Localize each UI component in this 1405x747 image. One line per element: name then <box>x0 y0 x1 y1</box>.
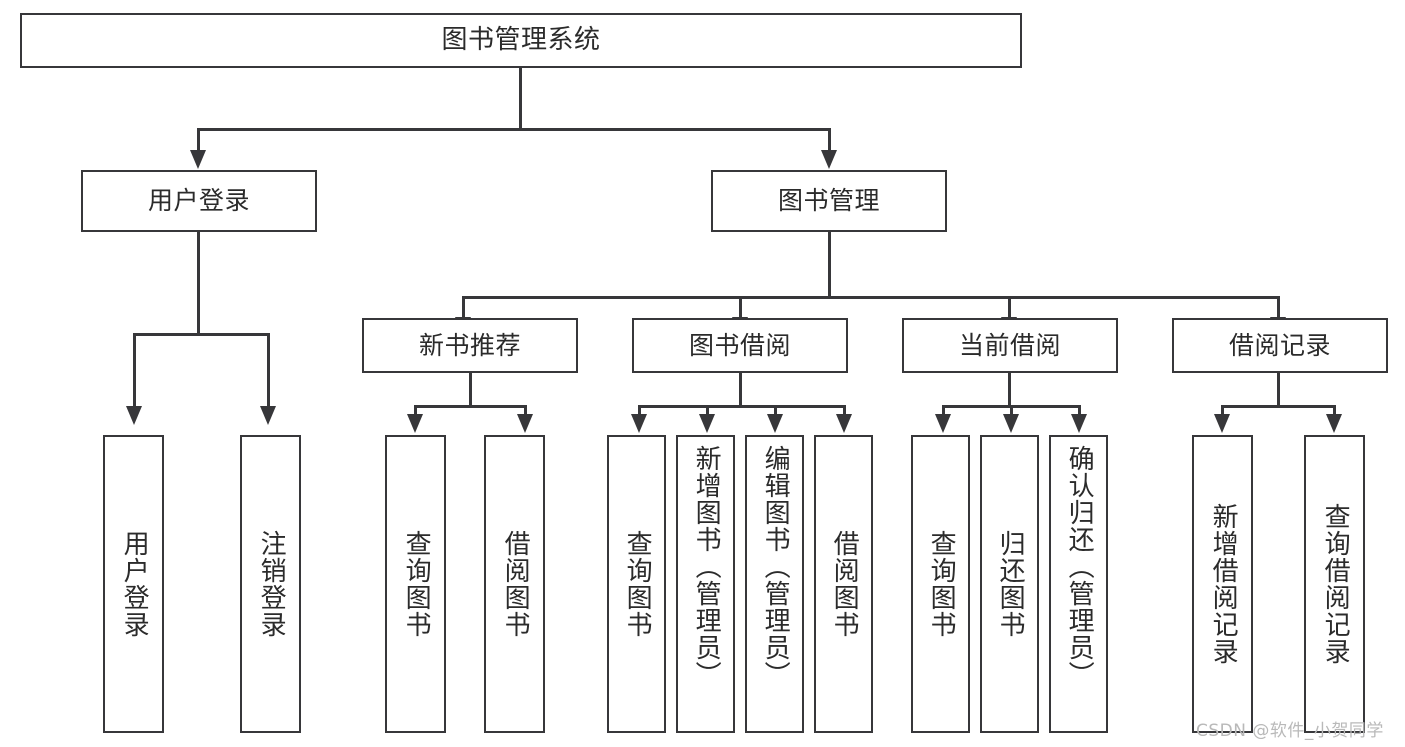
node-current-borrow[interactable]: 当前借阅 <box>902 318 1118 373</box>
leaf-cb-confirm-return-admin[interactable]: 确认归还（管理员） <box>1049 435 1108 733</box>
connector-bb-to-leaf-2 <box>706 405 709 419</box>
leaf-cb-query-book[interactable]: 查询图书 <box>911 435 970 733</box>
connector-cb-to-leaf-3 <box>1078 405 1081 419</box>
connector-current-borrow-stem <box>1008 373 1011 407</box>
leaf-cb-query-book-label: 查询图书 <box>926 530 957 638</box>
connector-bb-to-leaf-4 <box>843 405 846 419</box>
connector-borrow-record-bar <box>1221 405 1336 408</box>
connector-root-bar <box>197 128 831 131</box>
leaf-user-login-logout-label: 注销登录 <box>256 530 287 638</box>
arrow-bb-to-leaf-4 <box>836 414 852 433</box>
node-borrow-record-label: 借阅记录 <box>1228 330 1331 360</box>
node-new-book-recommend[interactable]: 新书推荐 <box>362 318 578 373</box>
arrow-root-to-user-login <box>190 150 206 169</box>
node-new-book-recommend-label: 新书推荐 <box>418 330 521 360</box>
leaf-bb-edit-book-admin[interactable]: 编辑图书（管理员） <box>745 435 804 733</box>
leaf-bb-add-book-admin[interactable]: 新增图书（管理员） <box>676 435 735 733</box>
leaf-bb-add-book-admin-label: 新增图书（管理员） <box>691 445 722 688</box>
leaf-user-login-login-label: 用户登录 <box>119 530 150 638</box>
leaf-bb-borrow-book-label: 借阅图书 <box>829 530 860 638</box>
arrow-user-login-to-leaf-1 <box>126 406 142 425</box>
connector-root-to-user-login <box>197 128 200 153</box>
connector-new-book-recommend-bar <box>414 405 527 408</box>
connector-user-login-bar <box>133 333 270 336</box>
csdn-watermark: CSDN @软件_小贺同学 <box>1196 721 1384 741</box>
arrow-br-to-leaf-2 <box>1326 414 1342 433</box>
node-book-management-label: 图书管理 <box>777 186 880 216</box>
connector-new-book-recommend-stem <box>469 373 472 407</box>
arrow-br-to-leaf-1 <box>1214 414 1230 433</box>
connector-nbr-to-leaf-2 <box>524 405 527 419</box>
node-borrow-record[interactable]: 借阅记录 <box>1172 318 1388 373</box>
node-book-management[interactable]: 图书管理 <box>711 170 947 232</box>
connector-cb-to-leaf-1 <box>942 405 945 419</box>
arrow-nbr-to-leaf-2 <box>517 414 533 433</box>
connector-book-management-to-l2-3 <box>1008 296 1011 320</box>
connector-cb-to-leaf-2 <box>1010 405 1013 419</box>
connector-bb-to-leaf-1 <box>638 405 641 419</box>
arrow-cb-to-leaf-3 <box>1071 414 1087 433</box>
connector-bb-to-leaf-3 <box>774 405 777 419</box>
node-book-borrow-label: 图书借阅 <box>688 330 791 360</box>
arrow-cb-to-leaf-1 <box>935 414 951 433</box>
connector-book-management-stem <box>828 232 831 298</box>
connector-book-management-to-l2-1 <box>462 296 465 320</box>
arrow-bb-to-leaf-1 <box>631 414 647 433</box>
leaf-nbr-query-book[interactable]: 查询图书 <box>385 435 446 733</box>
leaf-br-add-record-label: 新增借阅记录 <box>1208 503 1239 665</box>
node-user-login-label: 用户登录 <box>147 186 250 216</box>
leaf-cb-return-book-label: 归还图书 <box>995 530 1026 638</box>
leaf-nbr-borrow-book[interactable]: 借阅图书 <box>484 435 545 733</box>
connector-root-stem <box>519 68 522 130</box>
node-current-borrow-label: 当前借阅 <box>958 330 1061 360</box>
leaf-user-login-login[interactable]: 用户登录 <box>103 435 164 733</box>
connector-book-management-to-l2-4 <box>1277 296 1280 320</box>
node-book-borrow[interactable]: 图书借阅 <box>632 318 848 373</box>
connector-user-login-to-leaf-1 <box>133 333 136 409</box>
leaf-br-query-record-label: 查询借阅记录 <box>1320 503 1351 665</box>
leaf-br-add-record[interactable]: 新增借阅记录 <box>1192 435 1253 733</box>
connector-br-to-leaf-1 <box>1221 405 1224 419</box>
connector-nbr-to-leaf-1 <box>414 405 417 419</box>
leaf-cb-confirm-return-admin-label: 确认归还（管理员） <box>1064 445 1095 688</box>
connector-user-login-stem <box>197 232 200 335</box>
arrow-nbr-to-leaf-1 <box>407 414 423 433</box>
connector-book-borrow-stem <box>739 373 742 407</box>
leaf-user-login-logout[interactable]: 注销登录 <box>240 435 301 733</box>
connector-root-to-book-management <box>828 128 831 153</box>
arrow-cb-to-leaf-2 <box>1003 414 1019 433</box>
arrow-bb-to-leaf-2 <box>699 414 715 433</box>
node-user-login[interactable]: 用户登录 <box>81 170 317 232</box>
connector-book-management-to-l2-2 <box>739 296 742 320</box>
leaf-cb-return-book[interactable]: 归还图书 <box>980 435 1039 733</box>
leaf-nbr-borrow-book-label: 借阅图书 <box>500 530 531 638</box>
connector-book-borrow-bar <box>638 405 846 408</box>
connector-br-to-leaf-2 <box>1333 405 1336 419</box>
leaf-br-query-record[interactable]: 查询借阅记录 <box>1304 435 1365 733</box>
node-root-book-management-system[interactable]: 图书管理系统 <box>20 13 1022 68</box>
leaf-bb-borrow-book[interactable]: 借阅图书 <box>814 435 873 733</box>
leaf-bb-query-book-label: 查询图书 <box>622 530 653 638</box>
leaf-bb-edit-book-admin-label: 编辑图书（管理员） <box>760 445 791 688</box>
connector-borrow-record-stem <box>1277 373 1280 407</box>
node-root-label: 图书管理系统 <box>441 25 601 56</box>
connector-user-login-to-leaf-2 <box>267 333 270 409</box>
arrow-root-to-book-management <box>821 150 837 169</box>
leaf-bb-query-book[interactable]: 查询图书 <box>607 435 666 733</box>
arrow-user-login-to-leaf-2 <box>260 406 276 425</box>
connector-book-management-bar <box>462 296 1280 299</box>
arrow-bb-to-leaf-3 <box>767 414 783 433</box>
leaf-nbr-query-book-label: 查询图书 <box>401 530 432 638</box>
